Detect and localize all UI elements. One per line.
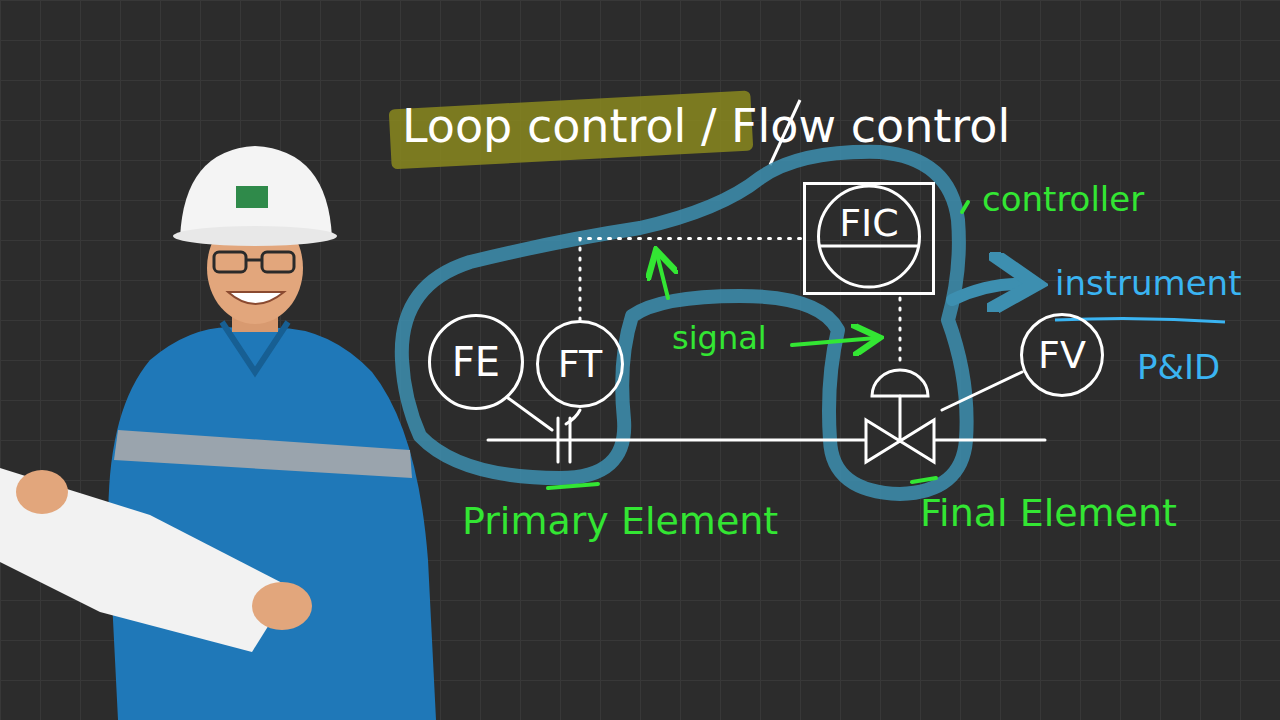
tag-text: FE xyxy=(452,342,500,382)
controller-label: controller xyxy=(982,180,1144,219)
annotation-arrows xyxy=(548,202,968,488)
instrument-bubble: FT xyxy=(536,320,624,408)
pipe-and-symbols xyxy=(488,298,1045,462)
primary-element-label: Primary Element xyxy=(462,500,778,544)
engineer-figure xyxy=(0,146,436,720)
instrument-bubble: FV xyxy=(1020,313,1104,397)
instrument-arrow xyxy=(952,284,1030,300)
tag-text: FIC xyxy=(839,204,899,242)
signal-label: signal xyxy=(672,320,767,357)
tag-text: FV xyxy=(1038,336,1086,374)
controller-box: FIC xyxy=(803,182,935,295)
signal-line xyxy=(580,239,803,321)
instrument-label: instrument xyxy=(1055,264,1242,303)
final-element-label: Final Element xyxy=(920,492,1177,536)
diagram-title: Loop control / Flow control xyxy=(402,100,1010,153)
tag-text: FT xyxy=(558,345,602,383)
pid-label: P&ID xyxy=(1137,348,1220,387)
loop-outline xyxy=(402,152,967,494)
instrument-bubble: FE xyxy=(428,314,524,410)
